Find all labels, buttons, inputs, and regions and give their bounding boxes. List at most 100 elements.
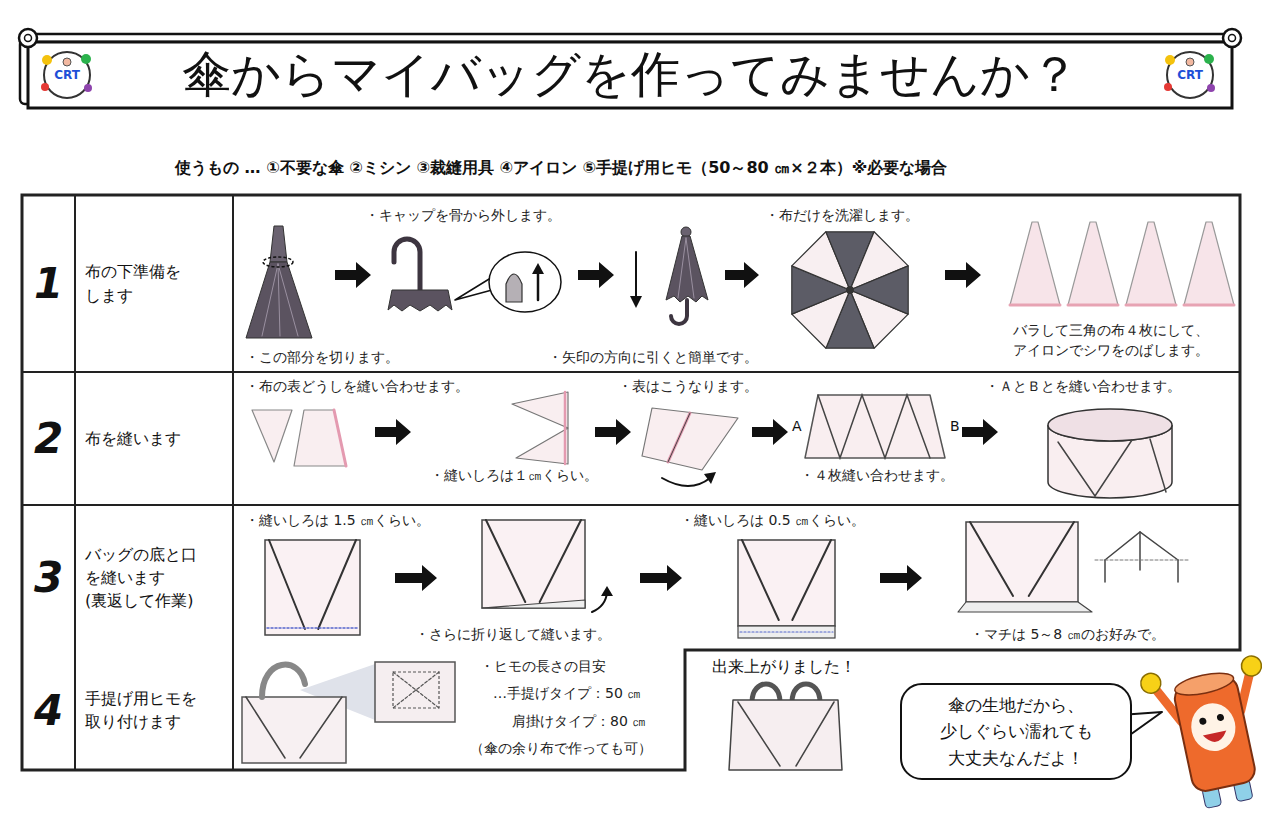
triangle-fabric [294,410,346,466]
down-arrow [635,252,637,298]
umbrella-center [846,286,854,294]
step-content: ・ヒモの長さの目安…手提げタイプ：50 ㎝肩掛けタイプ：80 ㎝（傘の余り布で作… [233,650,685,770]
step-title-text: 布を縫います [85,427,181,450]
bag [242,697,346,763]
seam-line [246,697,285,758]
gusset-diagram [1105,532,1178,560]
step-title: 手提げ用ヒモを 取り付けます [75,650,233,770]
note-text: ・布だけを洗濯します。 [765,207,919,225]
mascot-cap [1173,669,1235,699]
speech-text: 傘の生地だから、 少しぐらい濡れても 大丈夫なんだよ！ [916,692,1116,771]
joined-fabric [805,395,945,458]
bag-panel [738,540,835,626]
seam-line [742,540,779,620]
note-text: ・ヒモの長さの目安 [480,658,606,676]
mascot [1139,650,1280,816]
mascot-eye [1216,713,1224,721]
seam-line [486,520,525,602]
logo-head [1186,58,1194,66]
fabric-hem [1184,304,1234,307]
logo-dot [81,54,91,64]
gusset-diagram [1177,560,1179,582]
step-arrow [962,419,998,445]
logo-dot [1207,84,1215,92]
note-text: ・矢印の方向に引くと簡単です。 [548,349,758,367]
gusset-diagram [1104,560,1106,582]
seam-line [1150,439,1166,492]
umbrella-canopy [388,290,452,311]
step-number-text: 1 [34,259,63,308]
bag-handle [262,665,305,697]
bag-panel [265,540,360,635]
note-text: （傘の余り布で作っても可） [470,740,652,758]
note-text: ・この部分を切ります。 [245,349,399,367]
triangle-fabric [1126,222,1176,305]
umbrella-handle [671,300,687,324]
logo-text: CRT [54,68,80,82]
closed-umbrella [246,262,312,338]
triangle-fabric [1184,222,1234,305]
bag-panel [482,520,585,608]
mascot-fist [1139,671,1163,695]
step-arrow [752,419,788,445]
completion-note: 出来上がりました！ [712,657,856,678]
note-text: ・縫いしろは 1.5 ㎝くらい。 [245,512,430,530]
scroll-curl [1229,35,1236,42]
triangle-fabric [1068,222,1118,305]
step-arrow [945,262,981,288]
step-content: ・布の表どうしを縫い合わせます。・表はこうなります。・ＡとＢとを縫い合わせます。… [233,372,1240,505]
step-arrow [578,262,614,288]
pull-arrow [537,270,540,300]
triangle-fabric [252,410,292,462]
logo-head [63,58,71,66]
zoom-callout [489,252,561,312]
step-content: ・キャップを骨から外します。・布だけを洗濯します。・この部分を切ります。・矢印の… [233,195,1240,372]
folded-umbrella [666,236,708,302]
table-rule [232,195,234,770]
box-stitch [393,672,439,708]
gusset-diagram [1139,532,1141,570]
gusset [958,602,1092,612]
step-number-text: 3 [34,553,63,602]
step-arrow [595,419,631,445]
note-text: ・ＡとＢとを縫い合わせます。 [985,378,1181,396]
gusset-diagram [1095,560,1188,561]
logo-dot [84,84,92,92]
box-stitch [393,672,439,708]
note-text: バラして三角の布４枚にして、 アイロンでシワをのばします。 [1000,320,1222,361]
seam-line [668,413,690,462]
edge-letter: A [792,418,802,434]
note-text: ・縫いしろは１㎝くらい。 [430,467,598,485]
logo-dot [1165,55,1175,65]
folded-edge [482,600,585,608]
stitch-line [740,631,833,632]
seam-line [738,702,780,766]
step-title-text: 手提げ用ヒモを 取り付けます [85,687,209,733]
logo-text: CRT [1177,68,1203,82]
step-arrow [725,262,759,288]
title-banner [28,42,1232,108]
fabric-hem [1010,304,1060,307]
seam-line [269,540,305,629]
umbrella-fold [262,264,278,336]
logo-dot [42,55,52,65]
open-umbrella-panel [850,266,908,314]
triangle-fabric [1010,222,1060,305]
table-rule [74,195,76,770]
seam-line [1029,522,1074,596]
step-number-text: 4 [34,686,63,735]
mascot-mouth [1203,731,1228,745]
seam-line [334,410,346,466]
sewn-fabric [516,428,568,464]
seam-line [540,520,581,602]
sewn-fabric [512,392,568,428]
fabric-loop-top [1048,409,1172,441]
umbrella-fold [678,238,686,298]
zoom-inset [375,662,455,722]
logo-dot [1164,83,1172,91]
fabric-hem [1068,304,1118,307]
step-title-text: バッグの底と口 を縫います [85,543,209,589]
seam-line [1058,442,1095,496]
flip-arrow [662,478,710,486]
mascot-face [1187,699,1240,755]
